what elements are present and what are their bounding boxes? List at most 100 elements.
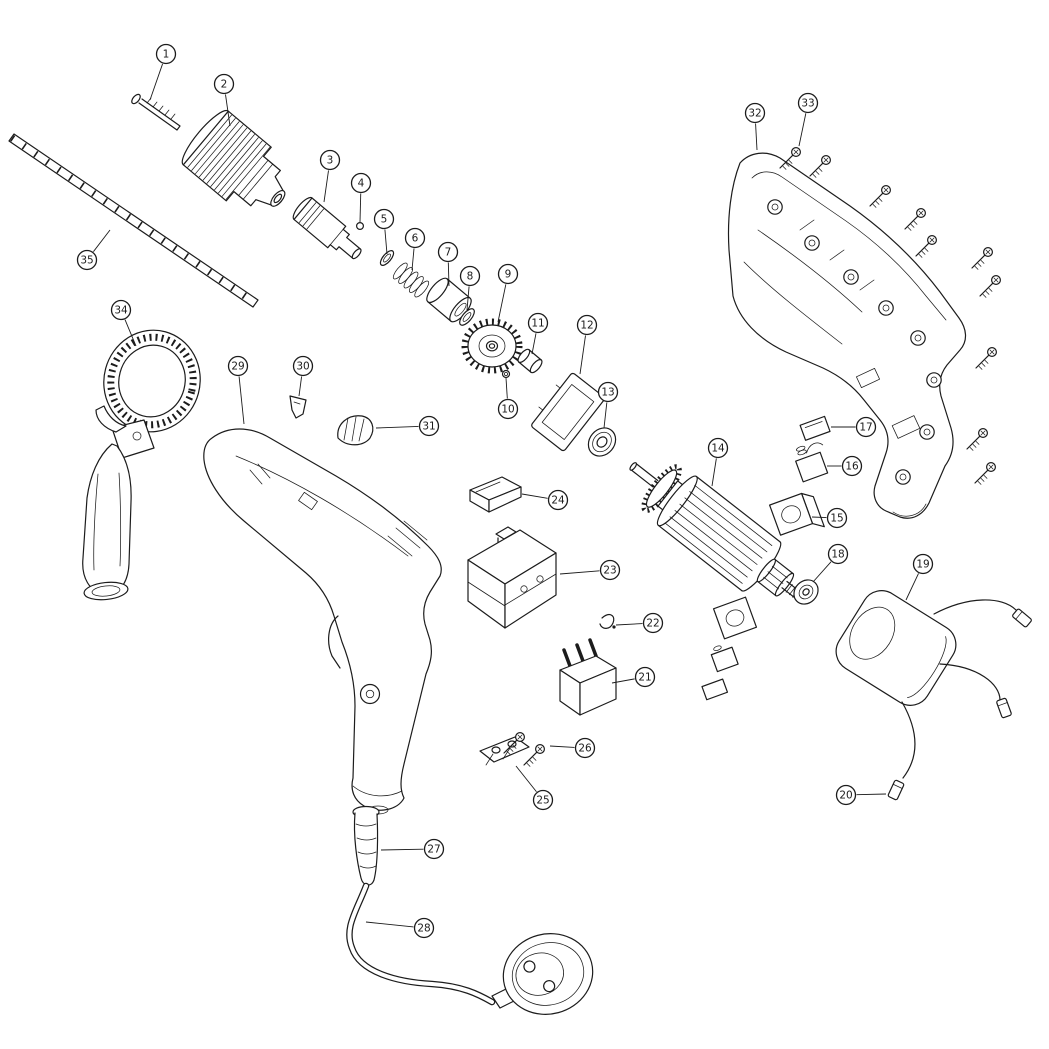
spade-terminal <box>1011 607 1033 629</box>
svg-text:27: 27 <box>427 844 440 856</box>
part-bearing-rear <box>793 579 819 605</box>
svg-text:29: 29 <box>231 361 244 373</box>
part-housing-left <box>203 428 442 815</box>
svg-text:12: 12 <box>580 320 593 332</box>
callout-21: 21 <box>611 666 656 688</box>
plug <box>491 933 594 1015</box>
part-chuck-screw <box>131 93 181 131</box>
callout-7: 7 <box>437 241 459 287</box>
svg-text:22: 22 <box>646 618 659 630</box>
part-terminal-block <box>559 638 617 716</box>
callout-8: 8 <box>459 265 481 311</box>
part-bearing-front <box>587 427 617 457</box>
callout-17: 17 <box>831 416 877 438</box>
part-carbon-brush-2 <box>710 645 739 673</box>
part-lock-button <box>469 476 522 513</box>
part-armature <box>629 462 805 602</box>
svg-text:2: 2 <box>221 79 228 91</box>
part-carbon-brush <box>795 442 829 483</box>
part-depth-rod <box>8 133 259 308</box>
callout-31: 31 <box>375 415 440 437</box>
callout-1: 1 <box>149 43 177 101</box>
svg-text:1: 1 <box>163 49 170 61</box>
svg-text:19: 19 <box>916 559 929 571</box>
callout-22: 22 <box>615 612 664 634</box>
part-aux-handle <box>82 329 201 601</box>
callout-3: 3 <box>319 149 341 203</box>
part-contact-clip <box>599 614 616 629</box>
part-washer-small <box>379 250 395 266</box>
svg-text:7: 7 <box>445 247 452 259</box>
svg-text:28: 28 <box>417 923 430 935</box>
svg-text:4: 4 <box>358 178 365 190</box>
callout-5: 5 <box>373 208 395 255</box>
part-button-cover <box>337 415 374 446</box>
callout-19: 19 <box>905 553 934 601</box>
callout-23: 23 <box>559 559 621 581</box>
callout-2: 2 <box>213 73 235 127</box>
part-switch <box>467 526 557 629</box>
callout-4: 4 <box>350 172 372 223</box>
svg-text:15: 15 <box>830 513 843 525</box>
part-housing-right <box>727 152 967 519</box>
part-cord-guard <box>352 805 380 886</box>
part-latch <box>289 395 307 419</box>
svg-text:25: 25 <box>536 795 549 807</box>
part-brush-cap <box>799 415 831 441</box>
svg-text:31: 31 <box>422 421 435 433</box>
callout-35: 35 <box>76 229 111 271</box>
callout-16: 16 <box>827 455 863 477</box>
svg-text:11: 11 <box>531 318 544 330</box>
part-stator <box>835 590 1033 779</box>
part-washer <box>459 308 475 326</box>
part-spindle <box>292 196 362 260</box>
callout-30: 30 <box>292 355 314 397</box>
callout-25: 25 <box>515 765 554 811</box>
svg-text:26: 26 <box>578 743 592 755</box>
svg-text:33: 33 <box>801 98 814 110</box>
part-gear-wheel <box>461 318 523 374</box>
svg-text:3: 3 <box>327 155 334 167</box>
svg-text:30: 30 <box>296 361 309 373</box>
part-brush-cap-2 <box>701 678 729 701</box>
svg-text:34: 34 <box>114 305 128 317</box>
callout-34: 34 <box>110 299 137 347</box>
callout-13: 13 <box>597 381 619 429</box>
callout-18: 18 <box>812 543 849 583</box>
svg-text:9: 9 <box>505 269 512 281</box>
part-lead-connector <box>887 779 905 801</box>
svg-text:20: 20 <box>839 790 852 802</box>
svg-text:35: 35 <box>80 255 93 267</box>
callout-32: 32 <box>744 102 766 151</box>
callout-14: 14 <box>707 437 729 487</box>
svg-text:24: 24 <box>551 495 565 507</box>
svg-text:18: 18 <box>831 549 844 561</box>
svg-text:23: 23 <box>603 565 616 577</box>
part-ball <box>356 222 365 231</box>
callout-26: 26 <box>549 737 596 759</box>
svg-text:13: 13 <box>601 387 614 399</box>
callout-9: 9 <box>497 263 519 323</box>
part-brush-holder <box>769 492 825 536</box>
part-chuck <box>181 109 286 207</box>
callout-15: 15 <box>811 507 848 529</box>
svg-text:14: 14 <box>711 443 725 455</box>
part-pin <box>501 369 511 379</box>
svg-text:16: 16 <box>845 461 859 473</box>
callout-27: 27 <box>380 838 445 860</box>
spade-terminal <box>995 697 1013 719</box>
callout-28: 28 <box>365 917 435 939</box>
callout-12: 12 <box>576 314 598 375</box>
part-brush-holder-2 <box>712 596 758 640</box>
svg-text:5: 5 <box>381 214 388 226</box>
part-gear-plate <box>531 372 605 452</box>
callout-29: 29 <box>227 355 249 425</box>
callout-10: 10 <box>497 377 519 420</box>
callout-11: 11 <box>527 312 549 355</box>
part-cord-clamp <box>479 736 530 766</box>
svg-text:32: 32 <box>748 108 761 120</box>
svg-text:8: 8 <box>467 271 474 283</box>
